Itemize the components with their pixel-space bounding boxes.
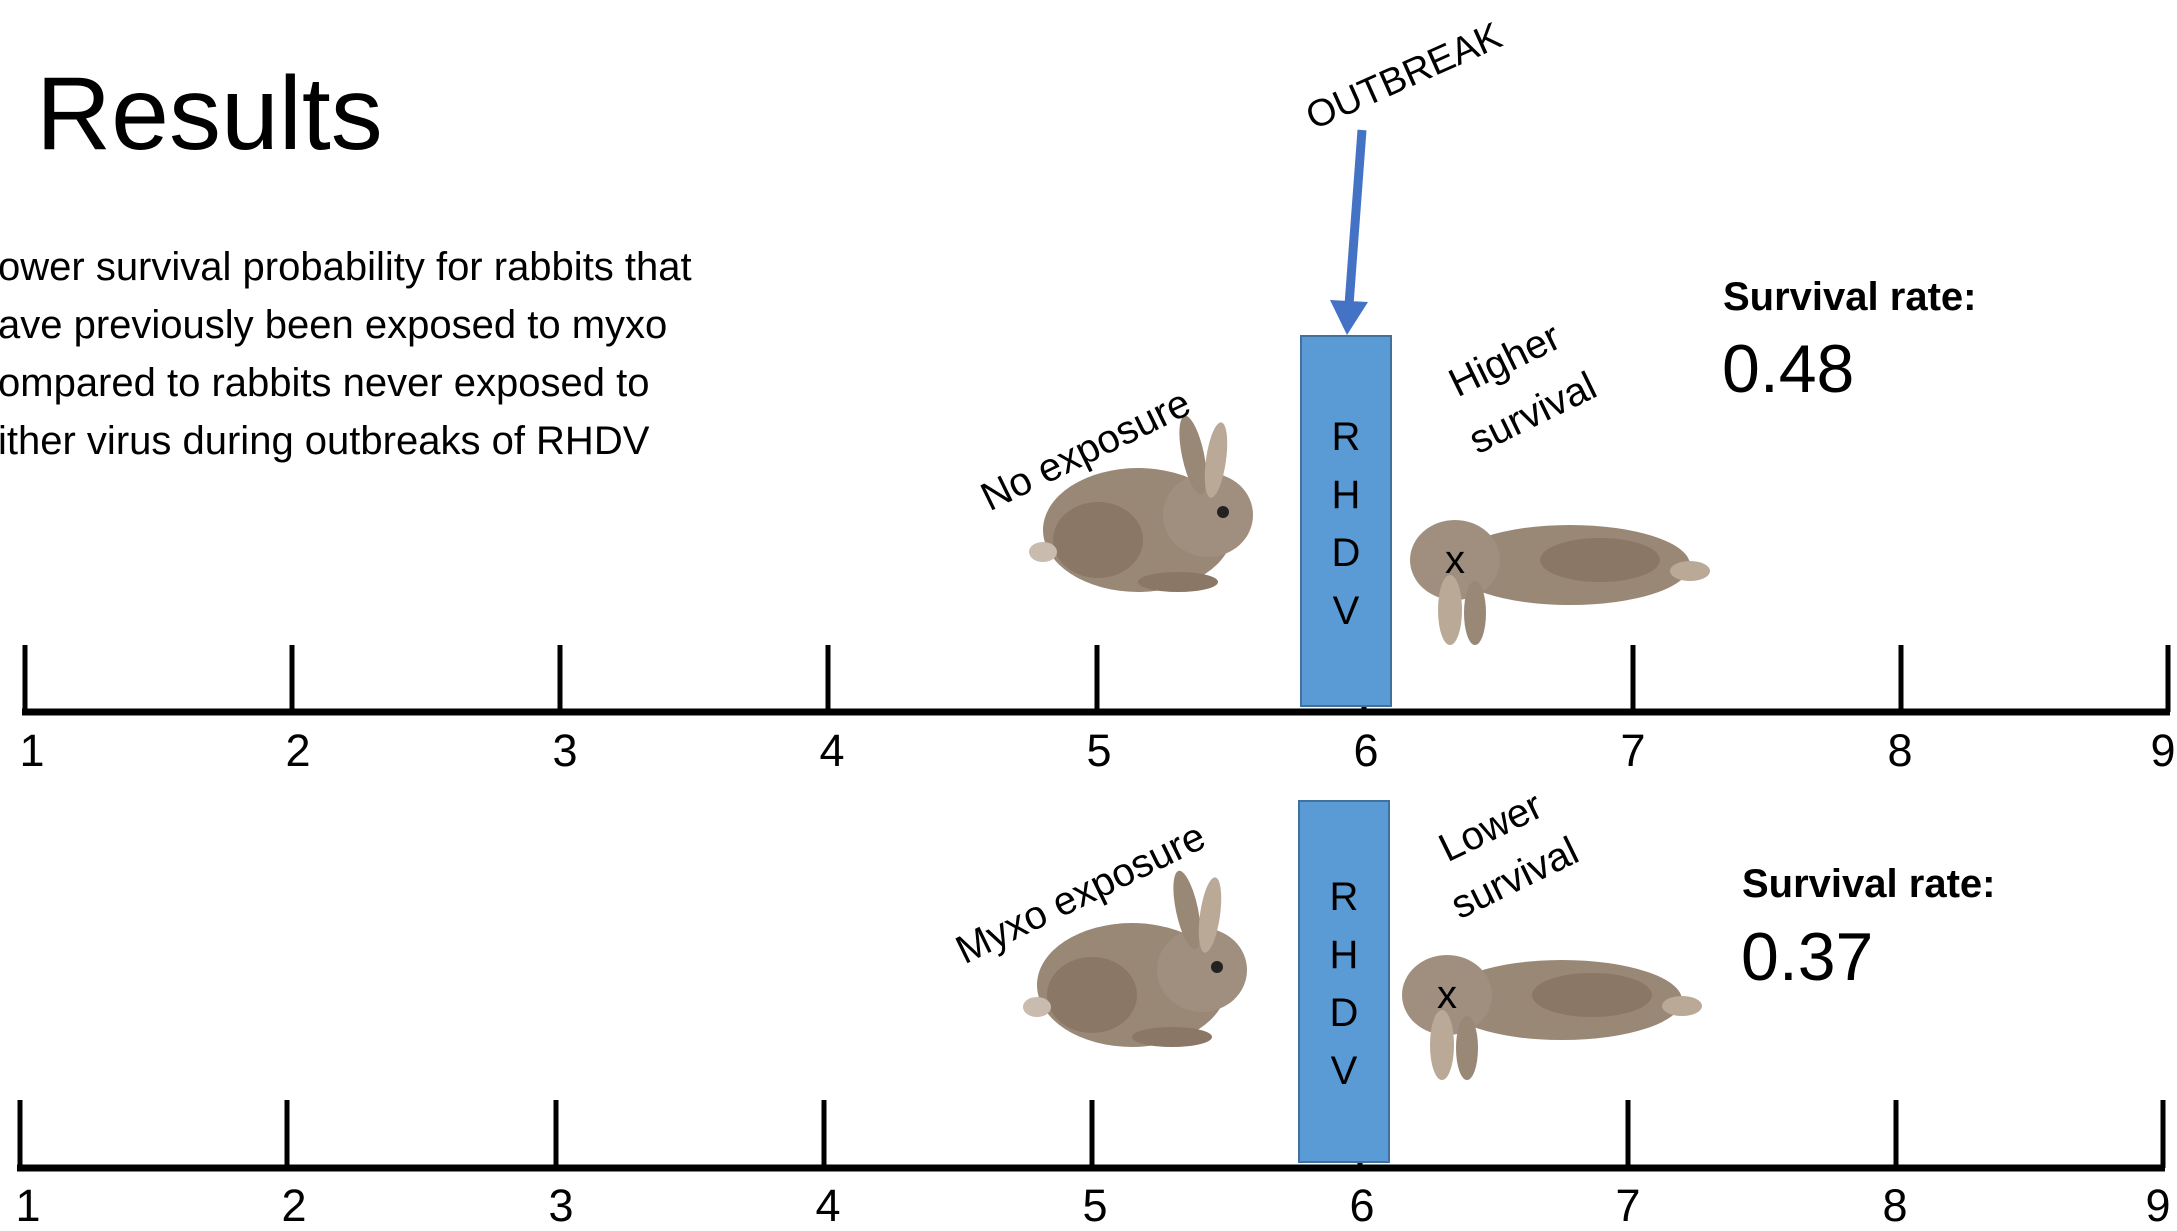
tick-label: 1 <box>15 1183 40 1228</box>
rhdv-box-2: R H D V <box>1298 800 1390 1163</box>
tick-label: 5 <box>1086 728 1111 773</box>
survival-rate-value: 0.48 <box>1722 330 1854 408</box>
tick-label: 3 <box>548 1183 573 1228</box>
tick-label: 4 <box>819 728 844 773</box>
rhdv-letter: D <box>1302 533 1390 573</box>
rhdv-letter: R <box>1300 877 1388 917</box>
tick-label: 8 <box>1887 728 1912 773</box>
rabbit-dead-icon <box>1402 955 1702 1080</box>
tick-label: 3 <box>552 728 577 773</box>
survival-rate-value: 0.37 <box>1741 918 1873 996</box>
tick-label: 9 <box>2150 728 2175 773</box>
tick-label: 6 <box>1353 728 1378 773</box>
timeline-axis-2 <box>17 1100 2165 1168</box>
tick-label: 2 <box>281 1183 306 1228</box>
survival-rate-label: Survival rate: <box>1742 862 1995 907</box>
tick-label: 7 <box>1615 1183 1640 1228</box>
timeline-axis-1 <box>22 645 2170 712</box>
tick-label: 4 <box>815 1183 840 1228</box>
rhdv-letter: H <box>1302 475 1390 515</box>
tick-label: 5 <box>1082 1183 1107 1228</box>
rabbit-dead-icon <box>1410 520 1710 645</box>
rhdv-box-1: R H D V <box>1300 335 1392 707</box>
rhdv-letter: H <box>1300 935 1388 975</box>
rhdv-letter: R <box>1302 417 1390 457</box>
survival-rate-label: Survival rate: <box>1723 275 1976 320</box>
tick-label: 1 <box>19 728 44 773</box>
tick-label: 8 <box>1882 1183 1907 1228</box>
rhdv-letter: V <box>1302 591 1390 631</box>
rhdv-letter: D <box>1300 993 1388 1033</box>
tick-label: 9 <box>2145 1183 2170 1228</box>
rhdv-letter: V <box>1300 1051 1388 1091</box>
down-arrow-icon <box>1330 130 1368 335</box>
tick-label: 2 <box>285 728 310 773</box>
tick-label: 6 <box>1349 1183 1374 1228</box>
tick-label: 7 <box>1620 728 1645 773</box>
